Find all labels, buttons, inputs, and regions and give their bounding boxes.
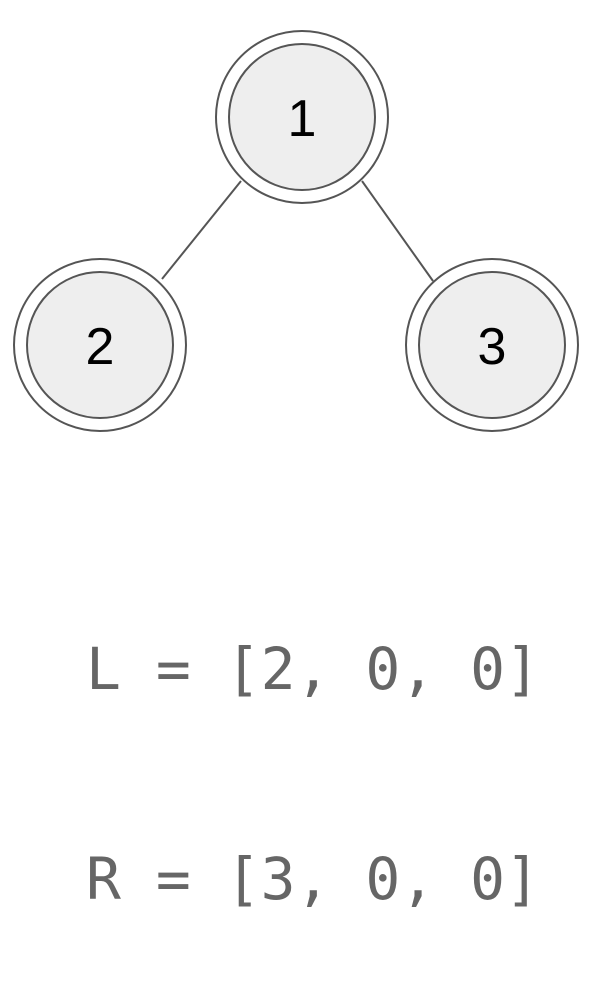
node-label: 3 [478,318,507,376]
tree-node-3: 3 [405,258,579,432]
node-label: 1 [288,90,317,148]
tree-node-1: 1 [215,30,389,204]
node-label: 2 [86,318,115,376]
binary-tree-diagram: 1 2 3 [13,30,579,432]
tree-node-2: 2 [13,258,187,432]
array-r: R = [3, 0, 0] [86,845,540,913]
edge-1-2 [161,180,242,280]
array-listing: L = [2, 0, 0] R = [3, 0, 0] [86,494,540,984]
array-l: L = [2, 0, 0] [86,635,540,703]
edge-1-3 [361,180,434,282]
